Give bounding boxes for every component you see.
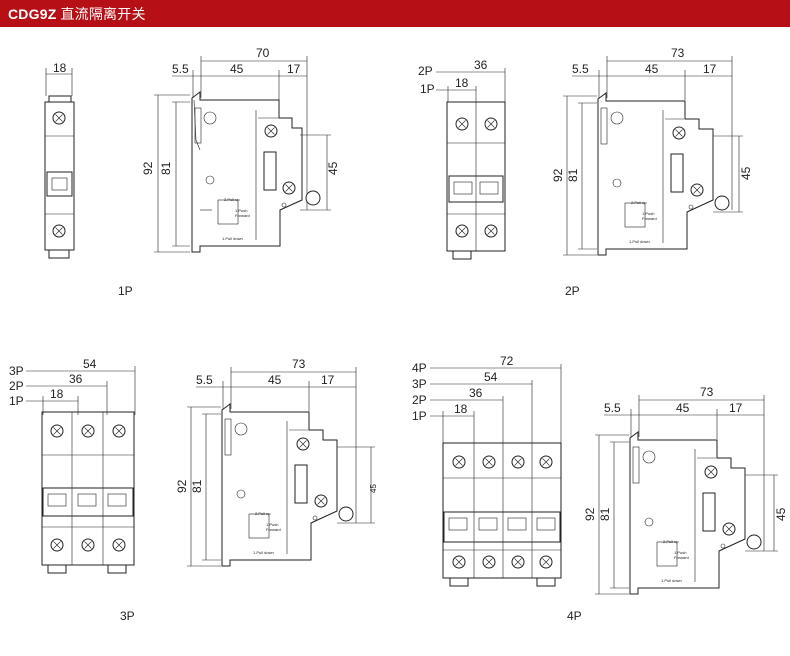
dim-h-right: 45: [739, 166, 753, 180]
side-view-a: 70 5.5 45 17 92 81 45: [141, 46, 340, 253]
pole-label-2p: 2P: [418, 64, 433, 78]
label-2p: 2P: [565, 284, 580, 298]
dim-h-right: 45: [326, 161, 340, 175]
dim-h-outer: 92: [141, 161, 155, 175]
pole-label-3p: 3P: [412, 377, 427, 391]
forward-text: Forward: [674, 555, 689, 560]
front-view-1p: 18 1P: [44, 61, 133, 298]
pull-up-text: 2.Pull up: [663, 539, 679, 544]
front-view-4p: 4P 3P 2P 1P 72 54 36 18: [412, 354, 582, 623]
pull-up-text: 2.Pull up: [255, 511, 271, 516]
dim-w1: 18: [455, 76, 469, 90]
dim-h-right: 45: [774, 507, 788, 521]
dim-w2: 36: [469, 386, 483, 400]
dim-h-inner: 81: [159, 161, 173, 175]
dim-right: 17: [321, 373, 335, 387]
dim-right: 17: [729, 401, 743, 415]
dim-mid: 45: [230, 62, 244, 76]
side-view-b-4p: 73 5.5 45 17 92 81 45 2.Pull up 1.Push: [583, 385, 788, 595]
dim-left: 5.5: [572, 62, 589, 76]
dim-left: 5.5: [604, 401, 621, 415]
dim-h-outer: 92: [175, 479, 189, 493]
product-name: 直流隔离开关: [60, 6, 146, 22]
dim-h-inner: 81: [190, 479, 204, 493]
forward-text: Forward: [235, 213, 250, 218]
dim-right: 17: [287, 62, 301, 76]
dim-h-right: 45: [369, 484, 378, 493]
pull-up-text: 2.Pull up: [631, 200, 647, 205]
dim-top: 70: [256, 46, 270, 60]
forward-text: Forward: [266, 527, 281, 532]
dimension-drawing: 18 1P 70 5.5 45 17 92 81 45: [9, 46, 788, 623]
dim-width: 18: [53, 61, 67, 75]
dim-mid: 45: [676, 401, 690, 415]
side-view-b-3p: 73 5.5 45 17 92 81 45 2.Pull up 1.Push: [175, 357, 378, 567]
pole-label-2p: 2P: [412, 393, 427, 407]
push-text: 1.Push: [642, 211, 654, 216]
pull-down-text: 1.Pull down: [629, 239, 650, 244]
dim-top: 73: [292, 357, 306, 371]
dim-h-outer: 92: [551, 168, 565, 182]
front-view-2p: 2P 1P 36 18 2P: [418, 58, 580, 298]
dim-w1: 18: [454, 402, 468, 416]
dim-w1: 18: [50, 387, 64, 401]
pole-label-1p: 1P: [420, 82, 435, 96]
pole-label-3p: 3P: [9, 364, 24, 378]
dim-h-inner: 81: [566, 168, 580, 182]
dim-w3: 54: [484, 370, 498, 384]
dim-top: 73: [700, 385, 714, 399]
pole-label-1p: 1P: [412, 409, 427, 423]
dim-mid: 45: [268, 373, 282, 387]
push-text: 1.Push: [266, 522, 278, 527]
dim-w4: 72: [500, 354, 514, 368]
push-text: 1.Push: [674, 550, 686, 555]
pull-up-text: 2.Pull up: [224, 197, 240, 202]
label-1p: 1P: [118, 284, 133, 298]
pull-down-text: 1.Pull down: [661, 578, 682, 583]
dim-h-inner: 81: [598, 507, 612, 521]
front-view-3p: 3P 2P 1P 54 36 18 3P: [9, 357, 136, 623]
pole-label-4p: 4P: [412, 361, 427, 375]
dim-w3: 54: [83, 357, 97, 371]
dim-h-outer: 92: [583, 507, 597, 521]
dim-left: 5.5: [196, 373, 213, 387]
pole-label-1p: 1P: [9, 394, 24, 408]
label-3p: 3P: [120, 609, 135, 623]
dim-right: 17: [703, 62, 717, 76]
dim-mid: 45: [645, 62, 659, 76]
dim-w2: 36: [69, 372, 83, 386]
dim-w2: 36: [474, 58, 488, 72]
model-name: CDG9Z: [8, 6, 57, 22]
pole-label-2p: 2P: [9, 379, 24, 393]
pull-down-text: 1.Pull down: [222, 236, 243, 241]
side-view-b-2p: 73 5.5 45 17 92 81 45 2.Pull up 1.Push: [551, 46, 753, 256]
dim-top: 73: [671, 46, 685, 60]
dim-left: 5.5: [172, 62, 189, 76]
push-text: 1.Push: [235, 208, 247, 213]
pull-down-text: 1.Pull down: [253, 550, 274, 555]
label-4p: 4P: [567, 609, 582, 623]
forward-text: Forward: [642, 216, 657, 221]
